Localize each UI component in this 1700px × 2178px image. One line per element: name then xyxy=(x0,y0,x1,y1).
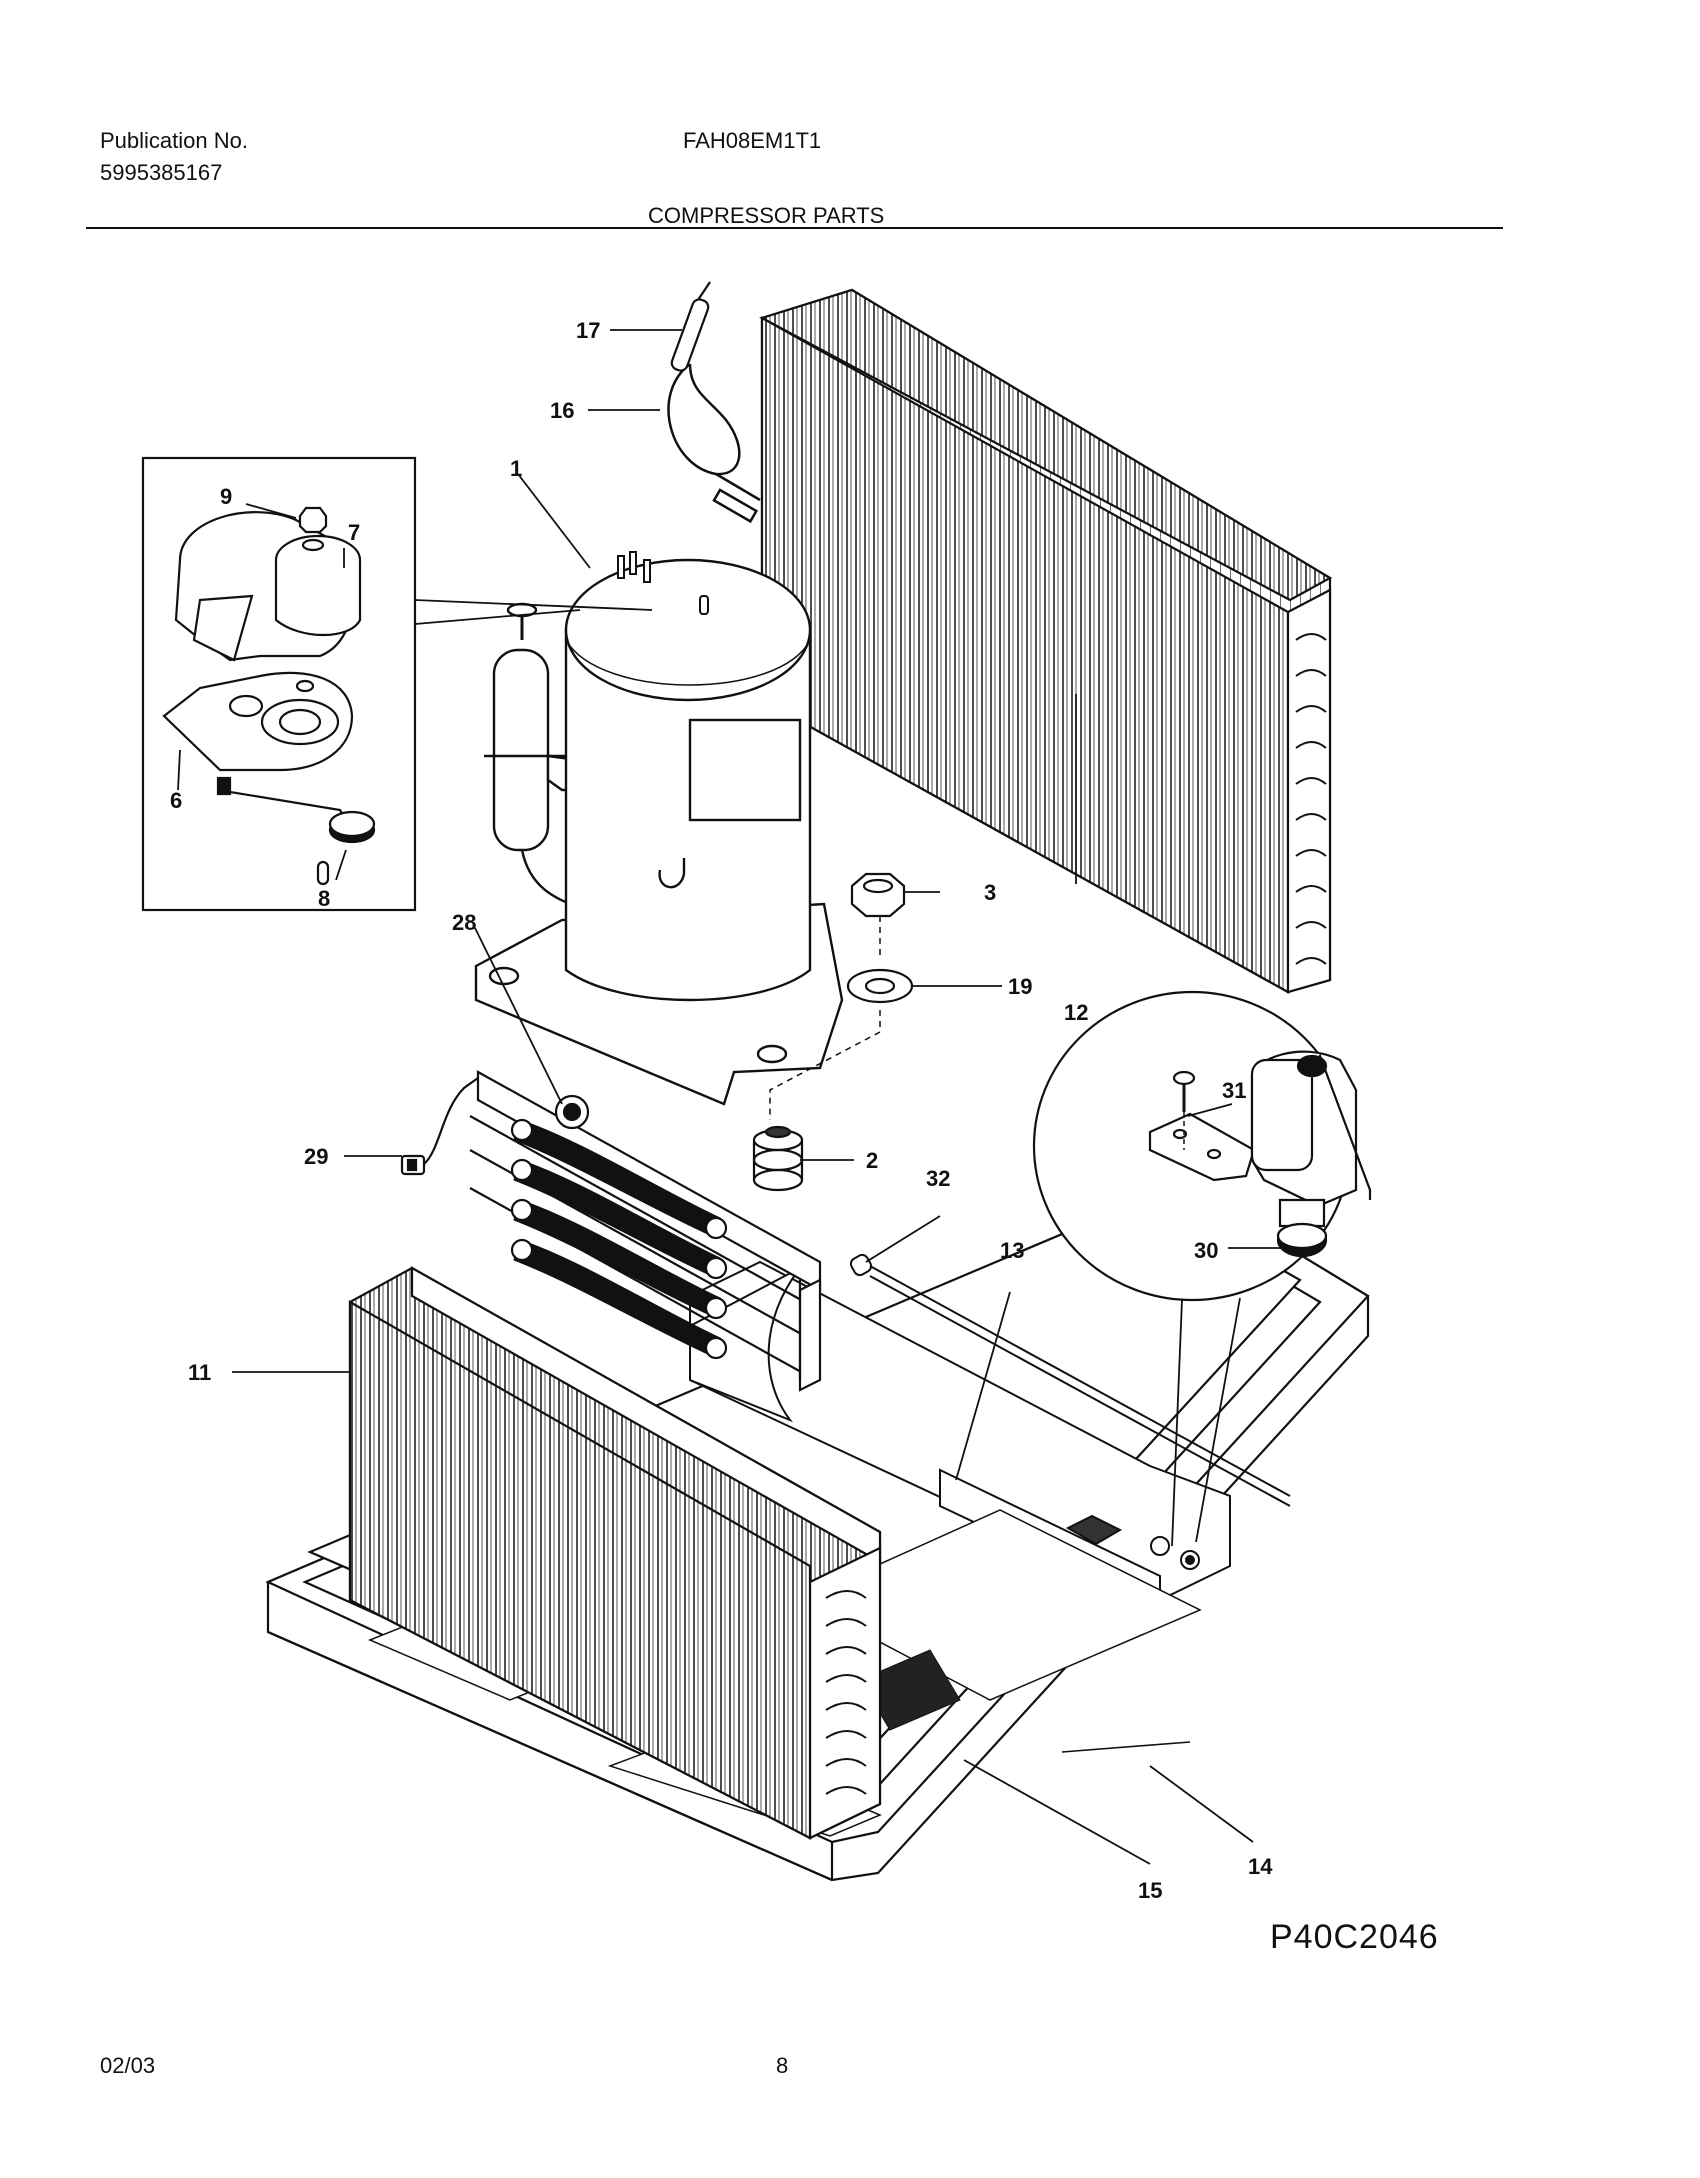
mounting-grommet xyxy=(752,1125,804,1192)
callout-12: 12 xyxy=(1064,1000,1088,1025)
leader-lines xyxy=(177,329,1302,1865)
callout-17: 17 xyxy=(576,318,600,343)
callout-labels: 1 2 3 6 7 8 9 11 12 13 14 15 16 17 19 28… xyxy=(170,318,1273,1903)
capillary-tube xyxy=(667,363,761,524)
condenser-coil xyxy=(759,288,1333,994)
mounting-nut xyxy=(850,872,906,918)
thermistor-sensor xyxy=(670,281,711,372)
mounting-washer xyxy=(846,968,914,1004)
scroll-housing xyxy=(689,1260,1231,1731)
callout-15: 15 xyxy=(1138,1878,1162,1903)
callout-3: 3 xyxy=(984,880,996,905)
callout-13: 13 xyxy=(1000,1238,1024,1263)
callout-19: 19 xyxy=(1008,974,1032,999)
evaporator-coil xyxy=(348,1266,882,1840)
callout-8: 8 xyxy=(318,886,330,911)
publication-label: Publication No. xyxy=(100,128,248,153)
callout-14: 14 xyxy=(1248,1854,1273,1879)
model-number: FAH08EM1T1 xyxy=(683,128,822,153)
callout-31: 31 xyxy=(1222,1078,1246,1103)
callout-32: 32 xyxy=(926,1166,950,1191)
callout-16: 16 xyxy=(550,398,574,423)
callout-6: 6 xyxy=(170,788,182,813)
drain-fitting xyxy=(849,1253,1291,1507)
callout-1: 1 xyxy=(510,456,522,481)
publication-number: 5995385167 xyxy=(100,160,223,185)
assembly-line xyxy=(769,916,881,1120)
header-rule xyxy=(86,227,1503,229)
reversing-valve-assembly xyxy=(469,1070,822,1392)
callout-30: 30 xyxy=(1194,1238,1218,1263)
terminal-cover-inset xyxy=(141,456,653,912)
callout-29: 29 xyxy=(304,1144,328,1169)
compressor xyxy=(474,551,844,1106)
callout-2: 2 xyxy=(866,1148,878,1173)
figure-code: P40C2046 xyxy=(1270,1918,1439,1956)
callout-7: 7 xyxy=(348,520,360,545)
callout-28: 28 xyxy=(452,910,476,935)
footer-date: 02/03 xyxy=(100,2053,156,2078)
callout-9: 9 xyxy=(220,484,232,509)
solenoid-coil xyxy=(400,1077,479,1176)
section-title: COMPRESSOR PARTS xyxy=(648,203,885,228)
page-number: 8 xyxy=(776,2053,789,2078)
callout-11: 11 xyxy=(188,1360,211,1385)
